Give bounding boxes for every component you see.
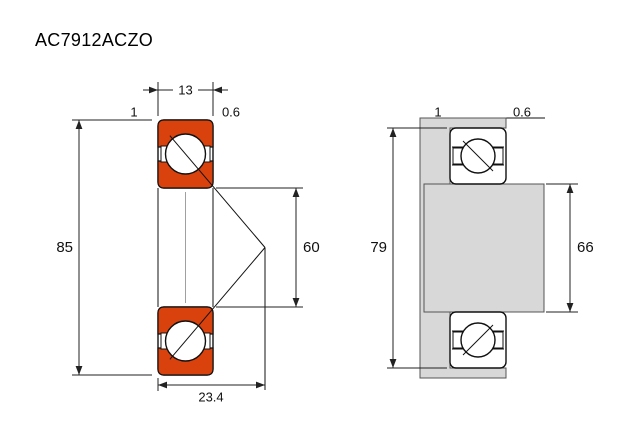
contact-angle-line [462, 140, 494, 172]
chamfer-small-label: 0.6 [222, 105, 240, 120]
arrowhead [75, 120, 83, 129]
arrowhead [149, 86, 158, 94]
arrowhead [213, 86, 222, 94]
bearing-section-bottom [157, 247, 266, 376]
arrowhead [389, 128, 397, 137]
label-mask [173, 81, 198, 98]
chamfer-large-label: 1 [130, 105, 137, 120]
arrowhead [389, 359, 397, 368]
dim-housing-label: 79 [370, 239, 387, 256]
dim-outside-diameter: 85 [56, 119, 152, 376]
part-number-title: AC7912ACZO [35, 30, 154, 50]
bearing-section-top [157, 119, 266, 248]
contact-angle-line-bottom [169, 247, 266, 360]
left-view-cross-section: 13 1 0.6 [56, 81, 320, 405]
mounted-bearing-top [449, 127, 507, 185]
dim-width: 13 [143, 81, 228, 116]
fillet-small-label: 0.6 [513, 105, 531, 120]
arrowhead [292, 298, 300, 307]
bearing-mid-lines [157, 188, 214, 307]
dim-width-label: 13 [178, 83, 192, 98]
arrowhead [566, 303, 574, 312]
contact-angle-line [462, 324, 494, 356]
dim-bore-diameter: 60 [216, 187, 320, 308]
dim-shaft-abutment: 66 [546, 183, 594, 313]
dim-center-offset: 23.4 [157, 378, 265, 405]
dim-housing-abutment: 79 [370, 127, 447, 369]
fillet-large-label: 1 [434, 105, 441, 120]
arrowhead [566, 184, 574, 193]
dim-bore-label: 60 [303, 239, 320, 256]
mounted-bearing-bottom [449, 311, 507, 369]
right-view-mounting: 1 0.6 [370, 105, 594, 379]
shaft-block [423, 183, 545, 313]
dim-od-label: 85 [56, 239, 73, 256]
arrowhead [292, 188, 300, 197]
dim-offset-label: 23.4 [198, 390, 223, 405]
dim-shaft-label: 66 [577, 239, 594, 256]
contact-angle-line-top [169, 135, 266, 248]
arrowhead [256, 381, 265, 389]
arrowhead [75, 366, 83, 375]
housing-block [419, 117, 507, 379]
arrowhead [158, 381, 167, 389]
